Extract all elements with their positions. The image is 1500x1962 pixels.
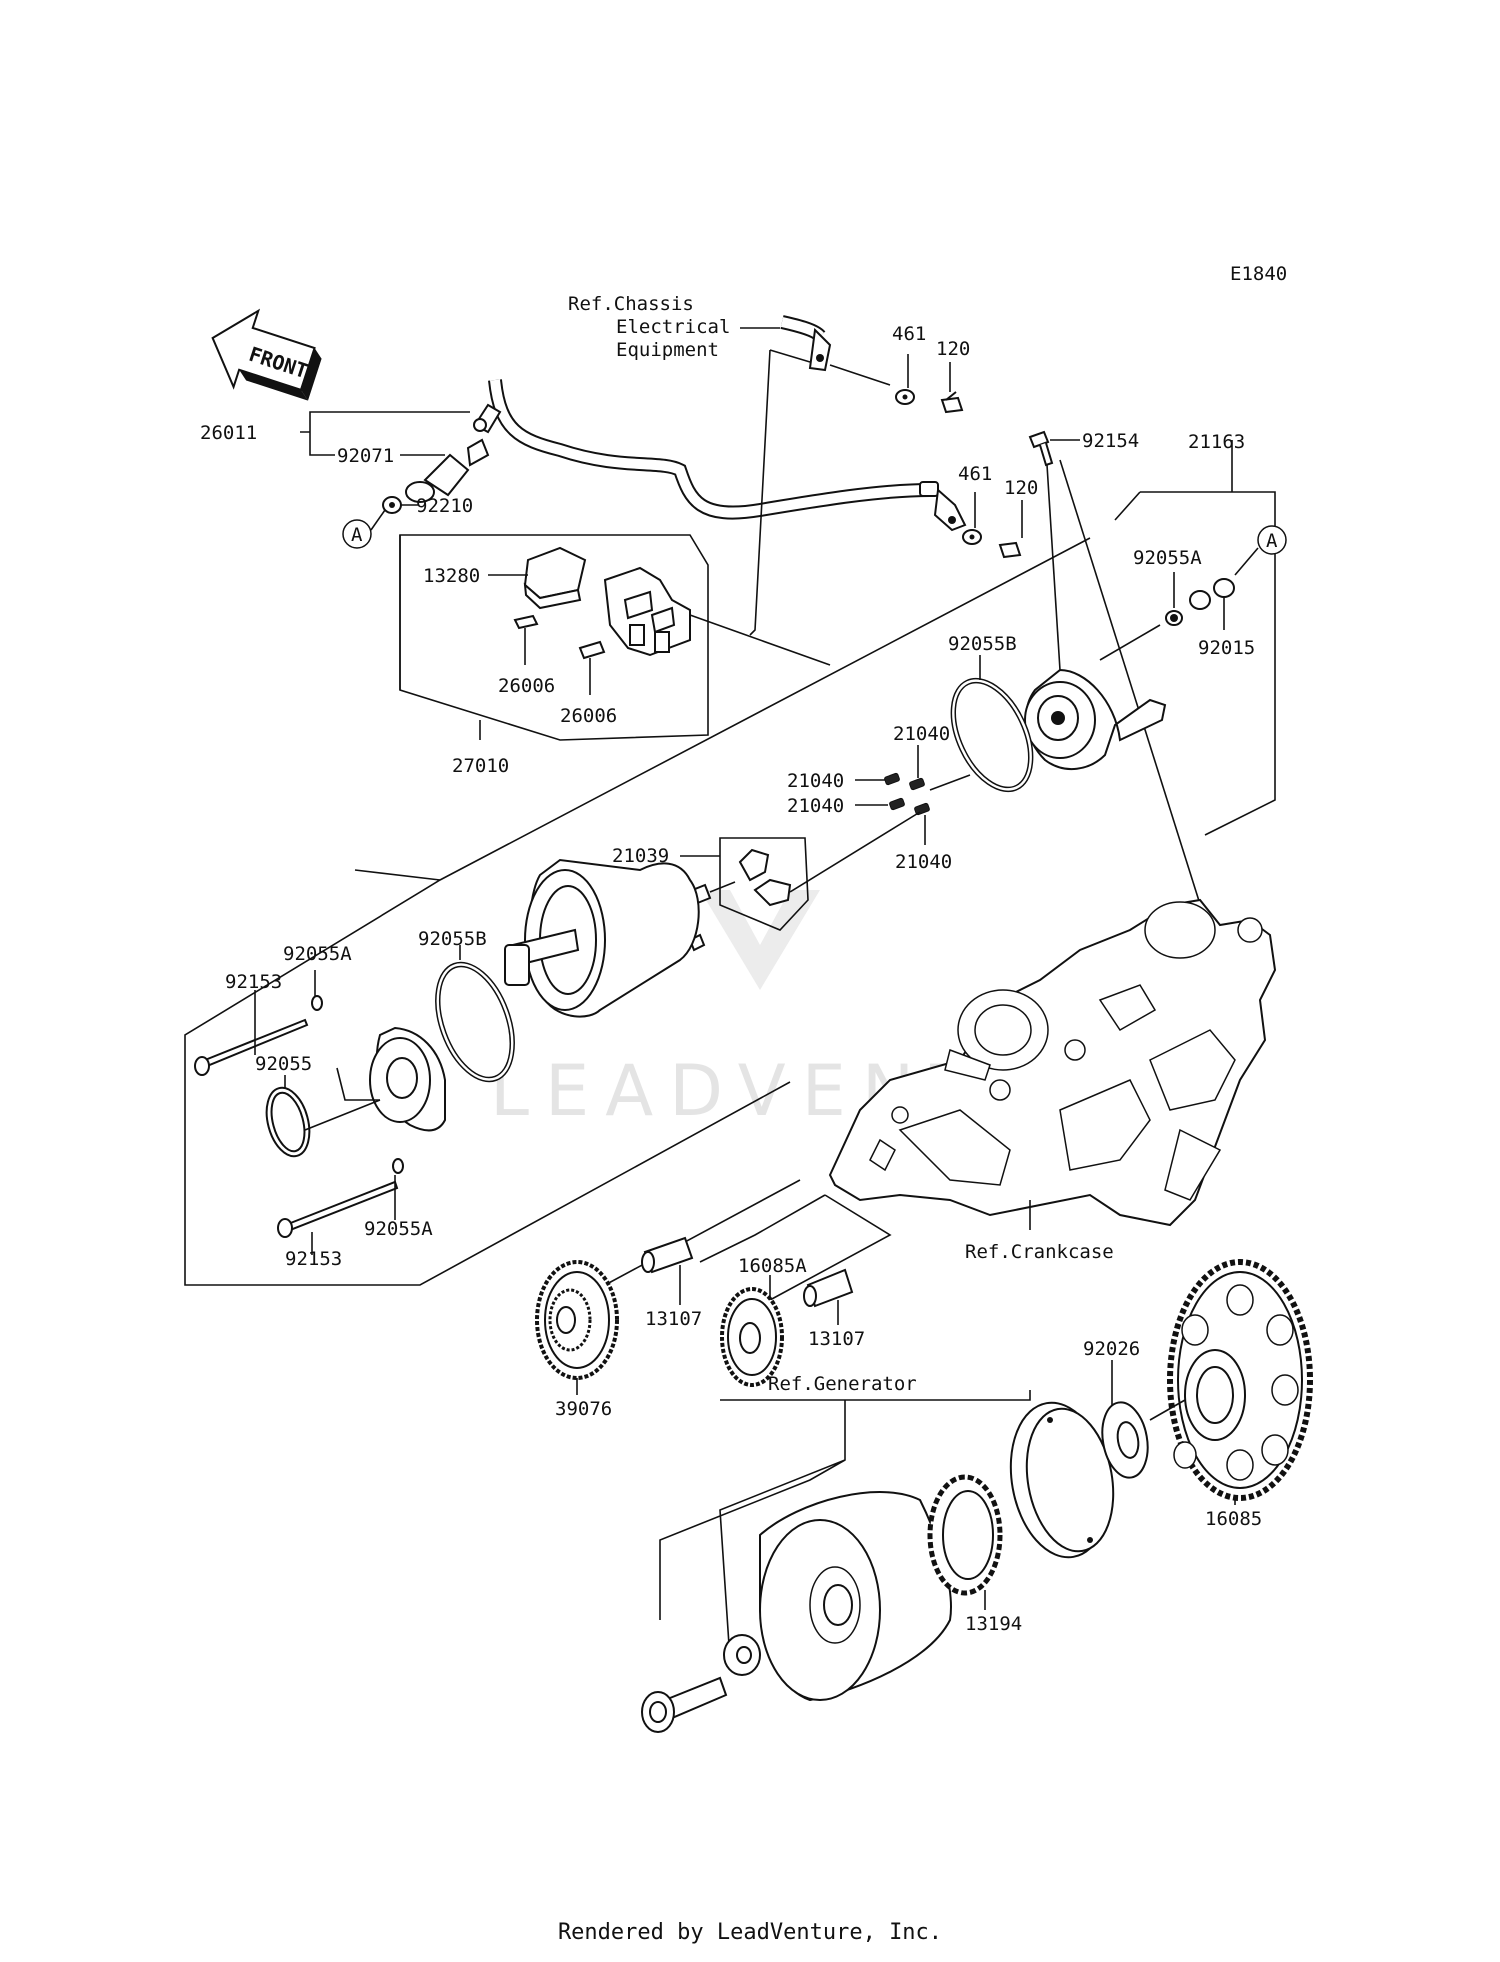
label-16085: 16085 [1205,1508,1262,1530]
label-13107-b: 13107 [808,1328,865,1350]
starter-cable [473,379,967,532]
bolt-generator [641,1676,728,1733]
bolt-120-lower [998,541,1022,559]
label-13280: 13280 [423,565,480,587]
front-arrow: FRONT [211,308,322,401]
label-21040-b: 21040 [787,795,844,817]
label-92055: 92055 [255,1053,312,1075]
label-92154: 92154 [1082,430,1139,452]
o-ring-92055 [265,1086,311,1158]
svg-text:A: A [351,524,363,546]
ref-generator: Ref.Generator [768,1373,917,1395]
through-bolt-92153-upper [194,1018,309,1076]
label-39076: 39076 [555,1398,612,1420]
label-26006-b: 26006 [560,705,617,727]
washer-92026 [1101,1401,1149,1479]
label-21040-a: 21040 [787,770,844,792]
label-26006-a: 26006 [498,675,555,697]
label-92210: 92210 [416,495,473,517]
label-92055B-top: 92055B [948,633,1017,655]
o-ring-92055B-top [950,677,1034,793]
label-27010: 27010 [452,755,509,777]
label-92153-a: 92153 [225,971,282,993]
starter-end-cover [1024,668,1167,771]
starter-clutch-13194 [927,1474,1003,1596]
bolt-120-upper [940,391,964,414]
brush-springs-21040 [884,772,930,816]
nut-92210 [382,496,402,514]
label-92055A-top: 92055A [1133,547,1202,569]
footer-credit: Rendered by LeadVenture, Inc. [557,1920,943,1945]
label-92055A-left: 92055A [283,943,352,965]
chassis-ground-lead: Ref.Chassis Electrical Equipment [568,293,891,636]
label-92015: 92015 [1198,637,1255,659]
label-92071: 92071 [337,445,394,467]
reference-marker-a-left: A [342,509,386,549]
washer-92015 [1189,578,1235,610]
label-92055A-bottom: 92055A [364,1218,433,1240]
label-461-lower: 461 [958,463,992,485]
ref-chassis-line1: Ref.Chassis [568,293,694,315]
label-21039: 21039 [612,845,669,867]
label-21040-d: 21040 [895,851,952,873]
label-92026: 92026 [1083,1338,1140,1360]
ref-chassis-line2: Electrical [616,316,730,338]
o-ring-92055B-left [435,961,515,1083]
shaft-13107-left [641,1236,694,1274]
starter-front-cover [369,1026,446,1132]
label-92055B-left: 92055B [418,928,487,950]
starter-clutch-housing [1009,1401,1115,1559]
o-ring-92055A-left [311,995,323,1011]
bolt-92154 [1028,430,1054,467]
reference-marker-a-right: A [1234,525,1287,576]
o-ring-92055A-bottom [392,1158,404,1174]
washer-generator [723,1634,761,1676]
washer-461-upper [895,389,915,405]
washer-461-lower [962,529,982,545]
label-92153-b: 92153 [285,1248,342,1270]
label-13194: 13194 [965,1613,1022,1635]
label-21040-c: 21040 [893,723,950,745]
starter-relay-group [399,534,831,741]
label-120-lower: 120 [1004,477,1038,499]
idle-gear-16085A [720,1287,784,1387]
svg-text:A: A [1266,530,1278,552]
label-26011: 26011 [200,422,257,444]
label-13107-a: 13107 [645,1308,702,1330]
label-461-upper: 461 [892,323,926,345]
o-ring-92055A-top [1165,610,1183,626]
starter-motor-yoke [504,858,700,1018]
label-16085A: 16085A [738,1255,807,1277]
cable-terminal-92071 [405,438,490,503]
through-bolt-92153-lower [277,1180,399,1238]
shaft-13107-right [803,1268,854,1308]
ref-crankcase: Ref.Crankcase [965,1241,1114,1263]
diagram-code: E1840 [1230,263,1287,285]
idle-gear-39076 [535,1260,619,1380]
generator-rotor [759,1491,952,1702]
label-21163: 21163 [1188,431,1245,453]
label-120-upper: 120 [936,338,970,360]
crankcase [828,898,1277,1227]
starter-driven-gear-16085 [1167,1259,1313,1501]
ref-chassis-line3: Equipment [616,339,719,361]
